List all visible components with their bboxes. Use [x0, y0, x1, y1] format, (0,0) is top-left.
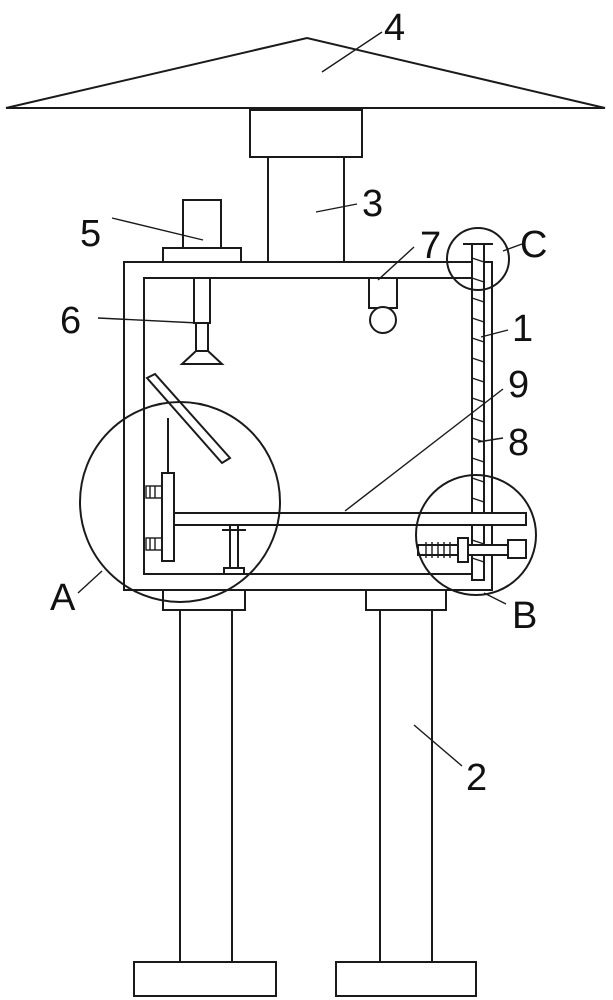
label-2: 2: [466, 757, 487, 799]
spring-lower: [145, 537, 163, 551]
lead-screw-thread-2: [471, 277, 485, 283]
worm-collar: [457, 537, 469, 563]
roof: [5, 36, 606, 109]
wiper-blade: [145, 372, 232, 465]
sprayer-pipe: [193, 277, 211, 324]
label-9: 9: [508, 364, 529, 406]
detail-circle-c: [446, 227, 510, 291]
lead-screw-thread-8: [471, 397, 485, 403]
housing-outer: [123, 261, 493, 591]
detail-circle-b: [415, 474, 537, 596]
motor-box: [507, 539, 527, 559]
label-3: 3: [362, 183, 383, 225]
left-leg: [179, 609, 233, 963]
column-cap: [249, 109, 363, 158]
left-leg-foot: [133, 961, 277, 997]
scraper-plate: [161, 472, 175, 562]
leader-9: [344, 388, 504, 512]
lead-screw-thread-13: [471, 497, 485, 503]
label-6: 6: [60, 300, 81, 342]
label-a: A: [50, 577, 76, 619]
lamp-holder: [368, 277, 398, 309]
sprayer-nozzle: [179, 350, 225, 365]
lamp-bulb: [369, 306, 397, 334]
leader-3: [315, 203, 358, 213]
label-b: B: [512, 595, 537, 637]
spring-upper: [145, 485, 163, 499]
lead-screw-thread-9: [471, 417, 485, 423]
right-leg-foot: [335, 961, 477, 997]
leader-a: [77, 570, 103, 594]
lead-screw-thread-12: [471, 477, 485, 483]
label-7: 7: [420, 225, 441, 267]
right-leg: [379, 609, 433, 963]
lead-screw-thread-6: [471, 357, 485, 363]
label-8: 8: [508, 422, 529, 464]
label-4: 4: [384, 7, 405, 49]
leader-7: [377, 246, 415, 281]
leader-1: [480, 329, 509, 338]
leader-b: [483, 592, 507, 605]
sprayer-body: [195, 322, 209, 352]
support-column: [267, 156, 345, 265]
label-c: C: [520, 224, 547, 266]
label-1: 1: [512, 308, 533, 350]
lead-screw-thread-3: [471, 297, 485, 303]
lead-screw-thread-15: [471, 557, 485, 563]
lead-screw-thread-14: [471, 539, 485, 545]
lead-screw-thread-11: [471, 457, 485, 463]
top-fitting: [182, 199, 222, 249]
bottom-post: [229, 524, 239, 571]
scraper-bar: [167, 512, 527, 526]
leader-4: [321, 31, 383, 73]
leader-6: [97, 317, 199, 324]
leader-c: [502, 243, 523, 252]
bottom-post-foot: [223, 567, 245, 575]
detail-circle-a: [79, 401, 281, 603]
lead-screw-thread-5: [471, 337, 485, 343]
leader-8: [477, 437, 504, 443]
leader-2: [413, 724, 463, 767]
label-5: 5: [80, 213, 101, 255]
right-leg-cap: [365, 589, 447, 611]
lead-screw-thread-1: [471, 257, 485, 263]
lead-screw-thread-4: [471, 317, 485, 323]
lead-screw-thread-7: [471, 377, 485, 383]
leader-5: [111, 217, 204, 241]
